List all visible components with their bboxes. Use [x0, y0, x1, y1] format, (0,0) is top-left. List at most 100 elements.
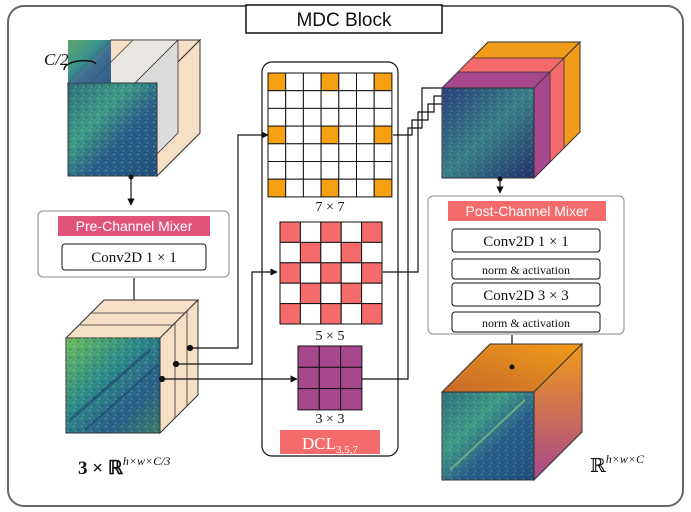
title-text: MDC Block	[296, 10, 392, 31]
kernel-cell	[340, 241, 363, 264]
kernel-cell	[267, 90, 287, 109]
split-connectors	[158, 131, 298, 383]
dcl-box	[280, 430, 380, 454]
post-norm1: norm & activation	[482, 263, 570, 277]
kernel-cell	[320, 90, 340, 109]
kernel-cell	[340, 303, 363, 325]
channel-label: C/2	[44, 50, 69, 69]
kernel-cell	[338, 161, 357, 180]
kernel-cell	[373, 161, 393, 180]
kernel-grid-3x3	[297, 345, 363, 411]
kernel-cell	[340, 262, 363, 284]
kernel-cell	[356, 90, 375, 109]
pre-mixer-title: Pre-Channel Mixer	[76, 218, 193, 234]
dcl-main: DCL	[302, 434, 336, 453]
kernel-cell	[356, 72, 375, 92]
post-mixer-title: Post-Channel Mixer	[466, 203, 589, 219]
kernel-cell	[340, 388, 363, 411]
kernel-cell	[267, 125, 287, 145]
kernel-cell	[320, 143, 340, 163]
kernel-cell	[338, 72, 357, 92]
kernel-cell	[302, 125, 322, 145]
kernel-cell	[320, 303, 342, 325]
kernel-cell	[361, 241, 383, 264]
kernel-cell	[361, 303, 383, 325]
split-dim-label: 3 × ℝh×w×C/3	[78, 454, 170, 479]
kernel-cell	[302, 72, 322, 92]
kernel-cell	[279, 282, 301, 305]
post-conv3-box	[451, 282, 601, 307]
post-norm2: norm & activation	[482, 316, 570, 330]
kernel-cell	[279, 262, 301, 284]
kernel-cell	[320, 221, 342, 243]
kernel-cell	[285, 90, 304, 109]
concat-feature-cube	[440, 40, 582, 180]
kernel-cell	[356, 161, 375, 180]
kernel-cell	[302, 178, 322, 198]
kernel-cell	[302, 107, 322, 127]
kernel-cell	[338, 90, 357, 109]
kernel-cell	[338, 125, 357, 145]
kernel-cell	[302, 90, 322, 109]
kernel-cell	[299, 282, 322, 305]
kernel-cell	[285, 125, 304, 145]
post-channel-mixer: Post-Channel Mixer Conv2D 1 × 1 norm & a…	[427, 195, 625, 335]
kernel-cell	[356, 107, 375, 127]
kernel-cell	[373, 125, 393, 145]
kernel-cell	[302, 161, 322, 180]
kernel-cell	[340, 282, 363, 305]
output-dim-sup: h×w×C	[606, 452, 645, 466]
kernel-cell	[285, 161, 304, 180]
kernel-cell	[279, 241, 301, 264]
kernel-cell	[361, 282, 383, 305]
kernel-label-5: 5 × 5	[316, 329, 345, 344]
kernel-cell	[320, 107, 340, 127]
kernel-cell	[373, 107, 393, 127]
kernel-cell	[302, 143, 322, 163]
output-dim-coef: ℝ	[590, 456, 606, 477]
kernel-cell	[279, 221, 301, 243]
split-feature-cube	[64, 298, 200, 435]
input-feature-cube	[63, 38, 202, 178]
post-conv3: Conv2D 3 × 3	[483, 288, 569, 304]
kernel-cell	[267, 161, 287, 180]
dcl-label: DCL3,5,7	[302, 434, 359, 456]
kernel-label-3: 3 × 3	[316, 412, 345, 427]
pre-mixer-title-bg	[58, 216, 210, 236]
kernel-cell	[320, 125, 340, 145]
title-box	[245, 4, 443, 34]
kernel-cell	[338, 143, 357, 163]
kernel-grid-7x7	[267, 72, 393, 198]
kernel-cell	[267, 143, 287, 163]
kernel-cell	[299, 241, 322, 264]
kernel-output-connectors	[362, 87, 444, 380]
kernel-cell	[320, 178, 340, 198]
kernel-cell	[320, 262, 342, 284]
kernel-cell	[299, 221, 322, 243]
kernel-cell	[285, 107, 304, 127]
kernel-cell	[267, 72, 287, 92]
kernel-cell	[318, 366, 342, 390]
kernel-cell	[299, 262, 322, 284]
kernel-cell	[361, 221, 383, 243]
kernel-cell	[297, 366, 320, 390]
kernel-cell	[340, 221, 363, 243]
post-norm2-box	[451, 311, 601, 333]
kernel-cell	[320, 241, 342, 264]
kernel-cell	[338, 178, 357, 198]
kernel-cell	[373, 178, 393, 198]
post-conv1: Conv2D 1 × 1	[483, 234, 569, 250]
kernel-cell	[356, 125, 375, 145]
kernel-cell	[338, 107, 357, 127]
kernel-cell	[299, 303, 322, 325]
pre-mixer-conv-box	[61, 243, 207, 271]
kernel-cell	[285, 72, 304, 92]
kernel-cell	[320, 161, 340, 180]
kernel-cell	[373, 143, 393, 163]
kernel-cell	[340, 345, 363, 368]
kernel-cell	[285, 178, 304, 198]
kernel-cell	[320, 72, 340, 92]
dcl-sub: 3,5,7	[336, 444, 359, 456]
post-conv1-box	[451, 228, 601, 253]
